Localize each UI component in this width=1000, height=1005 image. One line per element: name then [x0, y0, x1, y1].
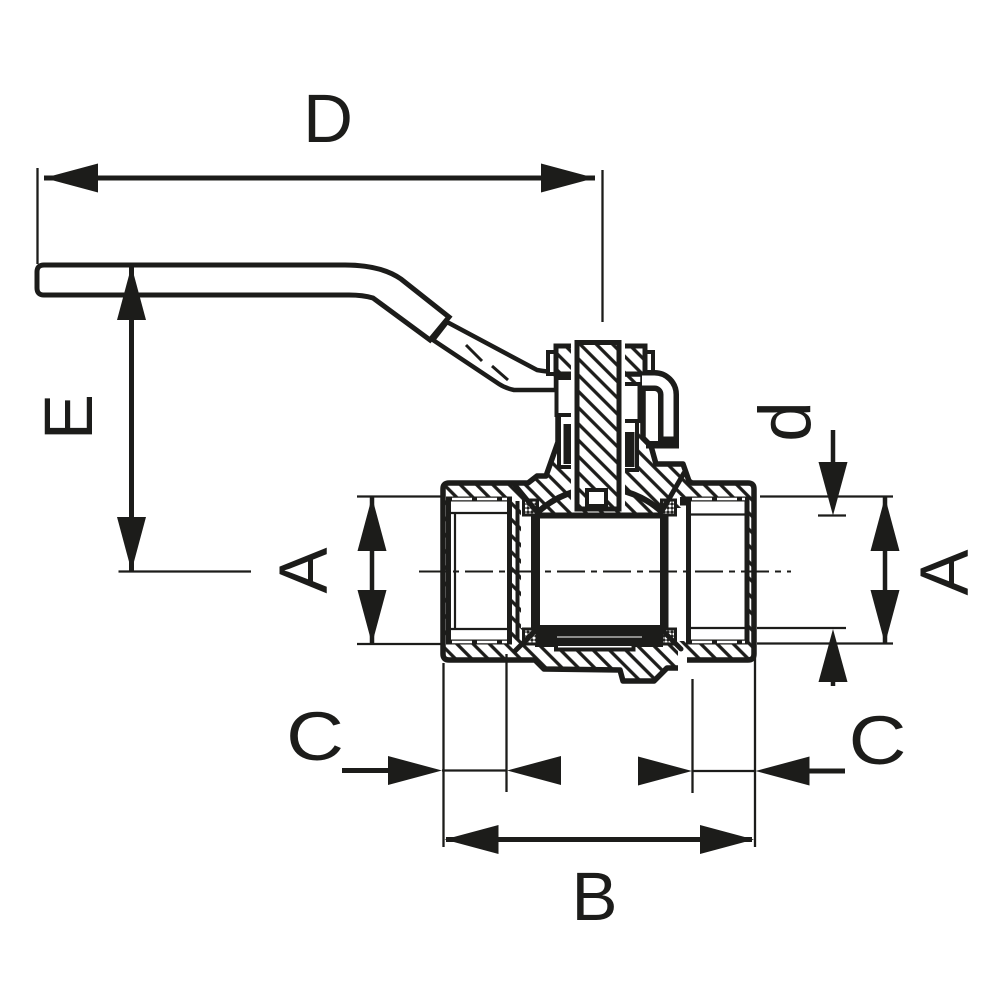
svg-text:E: E	[30, 394, 107, 440]
svg-text:C: C	[286, 697, 344, 775]
svg-text:A: A	[265, 547, 342, 593]
svg-text:C: C	[849, 701, 907, 779]
svg-text:d: d	[745, 401, 826, 442]
svg-text:B: B	[571, 858, 617, 935]
svg-text:A: A	[906, 549, 983, 595]
svg-text:D: D	[303, 80, 353, 157]
